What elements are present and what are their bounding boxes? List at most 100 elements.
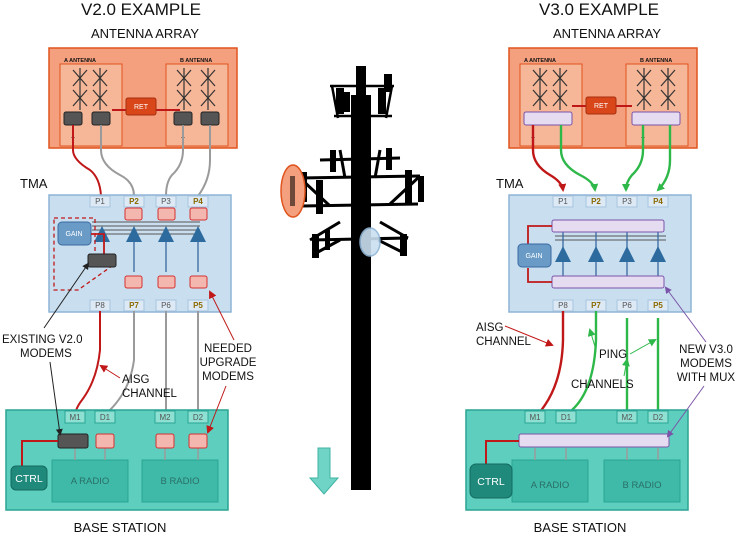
v3-a-antenna-label: A ANTENNA <box>524 58 556 64</box>
v3-title: V3.0 EXAMPLE <box>539 0 659 19</box>
v3-port-d2: D2 <box>653 413 664 422</box>
v2-needed-modem-p2 <box>124 207 143 221</box>
v2-needed-modem-p6 <box>157 275 176 289</box>
v3-port-m2: M2 <box>621 413 633 422</box>
v3-ret-label: RET <box>594 103 609 110</box>
v3-antenna-array: A ANTENNA B ANTENNA RET + - + - <box>508 47 698 149</box>
v2-needed-modem-d1 <box>95 433 115 449</box>
v3-new-label-1: NEW V3.0 <box>679 344 733 356</box>
v2-needed-arrow-down <box>206 385 227 434</box>
v3-base-station-title: BASE STATION <box>534 520 627 535</box>
v3-new-arrow-down <box>666 385 705 438</box>
v2-base-station: M1 D1 M2 D2 A RADIO B RADIO CTRL <box>5 409 229 511</box>
v2-amplifier-3 <box>190 226 206 242</box>
v2-b-radio-label: B RADIO <box>160 476 199 487</box>
v3-amplifier-4 <box>650 246 666 262</box>
v3-port-p5: P5 <box>653 301 663 310</box>
v2-b-dipoles <box>176 68 216 110</box>
v2-b-radio <box>141 459 219 503</box>
v3-aisg-arrow <box>504 325 554 347</box>
v3-ret-box <box>585 96 617 115</box>
v2-b-antenna-label: B ANTENNA <box>180 58 212 64</box>
v2-needed-label-1: NEEDED <box>204 343 252 355</box>
v2-amplifier-1 <box>126 226 142 242</box>
v2-antenna-modem-b1 <box>173 111 193 126</box>
v2-base-station-title: BASE STATION <box>74 520 167 535</box>
v2-port-p2: P2 <box>129 197 139 206</box>
v3-port-p8: P8 <box>558 301 568 310</box>
v3-ctrl-label: CTRL <box>477 476 505 488</box>
v2-antenna-array-title: ANTENNA ARRAY <box>91 26 199 41</box>
v2-a-antenna-label: A ANTENNA <box>64 58 96 64</box>
v2-antenna-modem-b2 <box>200 111 220 126</box>
v3-port-p7: P7 <box>591 301 601 310</box>
v3-feeders-top <box>531 125 672 192</box>
v3-tma-label: TMA <box>496 176 524 191</box>
v3-ctrl-box <box>469 463 513 499</box>
v2-needed-modem-p5 <box>189 275 208 289</box>
v3-amplifier-1 <box>555 246 571 262</box>
v2-gain-label: GAIN <box>65 231 82 238</box>
v2-existing-label-1: EXISTING V2.0 <box>2 334 83 346</box>
v2-base-modem <box>57 433 89 449</box>
v3-ping-arrow-1 <box>587 328 597 351</box>
v3-ping-arrow-2 <box>629 339 657 355</box>
v3-new-arrow-up <box>664 286 707 343</box>
v2-antenna-modem-a2 <box>91 111 111 126</box>
v2-needed-arrow-up <box>209 290 235 341</box>
v3-aisg-label-2: CHANNEL <box>476 336 532 348</box>
v3-tma-mux-top <box>551 219 665 233</box>
v3-port-d1: D1 <box>561 413 572 422</box>
v2-needed-modem-d2 <box>188 433 208 449</box>
v3-new-label-3: WITH MUX <box>677 372 735 384</box>
v2-antenna-array: A ANTENNA B ANTENNA RET + - + <box>48 47 238 149</box>
v3-ping-arrow-3 <box>621 358 630 377</box>
v3-ping-label-1: PING <box>599 349 627 361</box>
v2-ctrl-box <box>10 465 48 491</box>
v2-title: V2.0 EXAMPLE <box>81 0 201 19</box>
v3-example: V3.0 EXAMPLE ANTENNA ARRAY A ANTENNA B A… <box>465 0 735 535</box>
v2-port-p3: P3 <box>161 197 171 206</box>
v3-ping-label-2: CHANNELS <box>571 379 634 391</box>
v2-existing-label-2: MODEMS <box>20 348 72 360</box>
v2-needed-modem-p3 <box>157 207 176 221</box>
down-arrow-icon <box>308 447 340 495</box>
v2-aisg-label-1: AISG <box>122 374 150 386</box>
v3-amplifier-2 <box>588 246 604 262</box>
v3-tma-mux-bottom <box>551 275 665 289</box>
v3-base-station: M1 D1 M2 D2 A RADIO B RADIO CTRL <box>465 409 689 511</box>
v2-antenna-modem-a1 <box>63 111 83 126</box>
v2-tma-modem <box>87 253 117 268</box>
v2-aisg-arrow <box>99 364 121 379</box>
v2-port-d1: D1 <box>100 413 111 422</box>
v2-example: V2.0 EXAMPLE ANTENNA ARRAY A ANTENNA B A… <box>2 0 257 535</box>
v3-gain-box <box>517 243 552 268</box>
v3-b-radio <box>603 459 681 503</box>
v3-port-p1: P1 <box>558 197 568 206</box>
v3-port-m1: M1 <box>529 413 541 422</box>
v2-tma-label: TMA <box>20 176 48 191</box>
v3-a-radio-label: A RADIO <box>531 480 570 491</box>
v2-needed-label-2: UPGRADE <box>200 357 257 369</box>
v2-feeders-top <box>72 125 211 197</box>
v2-tma: P1 P2 P3 P4 P8 P7 P6 P5 <box>48 194 232 313</box>
v2-ctrl-label: CTRL <box>15 473 43 485</box>
cell-tower <box>280 66 424 495</box>
v2-port-p4: P4 <box>193 197 203 206</box>
v2-aisg-label-2: CHANNEL <box>122 388 178 400</box>
v2-a-dipoles <box>72 68 108 110</box>
v3-port-p2: P2 <box>591 197 601 206</box>
v2-port-p7: P7 <box>129 301 139 310</box>
v2-existing-arrow-down <box>49 361 63 436</box>
v2-port-p8: P8 <box>95 301 105 310</box>
v3-b-radio-label: B RADIO <box>622 480 661 491</box>
v3-base-mux <box>518 433 670 448</box>
v2-needed-modem-p4 <box>189 207 208 221</box>
v2-port-m2: M2 <box>159 413 171 422</box>
v3-port-p3: P3 <box>622 197 632 206</box>
v2-needed-modem-m2 <box>155 433 175 449</box>
v2-a-radio-label: A RADIO <box>71 476 110 487</box>
v2-feeders-bottom <box>73 311 199 423</box>
v3-port-p6: P6 <box>622 301 632 310</box>
v2-ret-box <box>125 97 157 116</box>
